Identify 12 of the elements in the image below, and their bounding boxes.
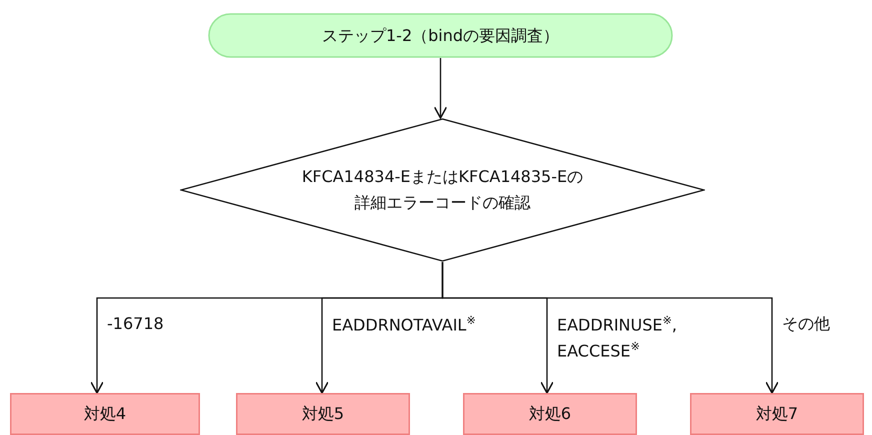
edge-label: EADDRNOTAVAIL$^{※}$ (332, 313, 477, 336)
edge-label: -16718 (107, 313, 165, 335)
decision-label: KFCA14834-EまたはKFCA14835-Eの詳細エラーコードの確認 (300, 166, 584, 214)
edge-label: その他 (782, 313, 831, 335)
edge-label: EADDRINUSE$^{※}$, EACCESE$^{※}$ (557, 313, 678, 362)
arrow (442, 262, 779, 394)
start-label: ステップ1-2（bindの要因調査） (322, 24, 560, 47)
process-label: 対処4 (84, 403, 126, 426)
process-label: 対処5 (302, 403, 344, 426)
arrow (434, 58, 448, 119)
process-label: 対処6 (528, 403, 572, 426)
process-label: 対処7 (756, 403, 798, 426)
